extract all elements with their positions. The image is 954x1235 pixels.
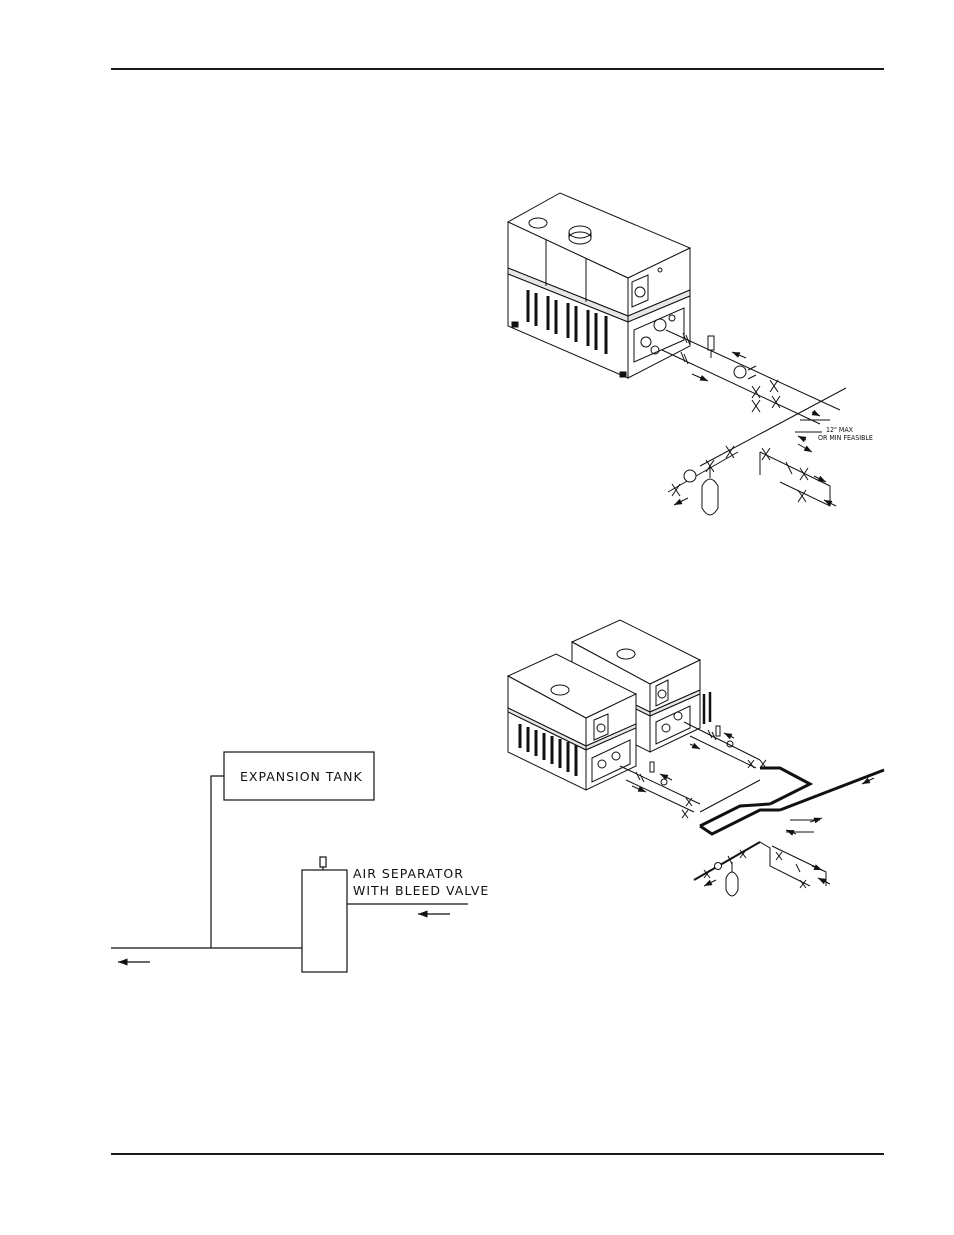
single-boiler-figure: 12" MAX OR MIN FEASIBLE [508, 193, 873, 515]
circulator-pump-icon [734, 366, 746, 378]
dimension-label-max: 12" MAX [826, 426, 854, 434]
dimension-label-feasible: OR MIN FEASIBLE [818, 434, 873, 442]
expansion-tank-label: EXPANSION TANK [240, 769, 363, 784]
air-separator-schematic: EXPANSION TANK AIR SEPARATOR WITH BLEED … [111, 752, 489, 972]
expansion-tank-icon [726, 862, 738, 896]
pressure-gauge-icon [708, 336, 714, 358]
air-separator-label-line2: WITH BLEED VALVE [353, 883, 489, 898]
air-separator-icon [302, 870, 347, 972]
bleed-valve-icon [320, 857, 326, 867]
twin-boiler-figure [508, 620, 884, 896]
air-separator-label-line1: AIR SEPARATOR [353, 866, 464, 881]
primary-header-pipe [700, 388, 846, 466]
expansion-tank-icon [702, 466, 718, 515]
gate-valve-icon [770, 380, 778, 392]
